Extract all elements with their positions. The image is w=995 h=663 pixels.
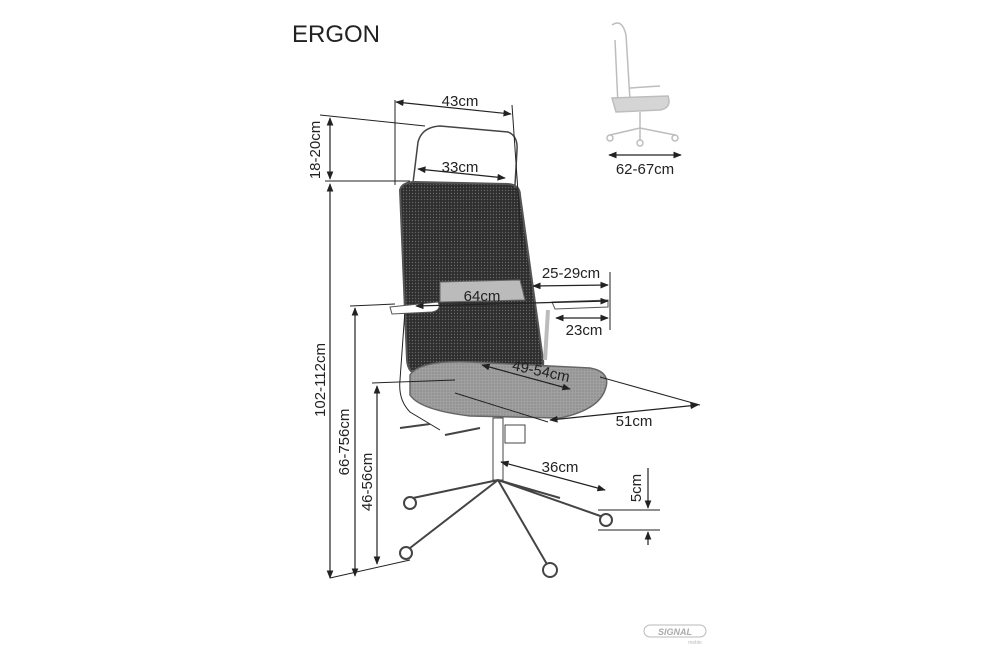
armrest-depth-label: 25-29cm bbox=[542, 265, 600, 282]
caster-height-label: 5cm bbox=[628, 474, 645, 502]
headrest-width-label: 43cm bbox=[442, 93, 479, 110]
side-view-thumbnail bbox=[606, 22, 679, 147]
star-base bbox=[399, 479, 613, 578]
signal-logo: SIGNAL meble bbox=[643, 624, 707, 646]
headrest-width-arrow bbox=[395, 99, 512, 117]
seat-height-label: 46-56cm bbox=[359, 453, 376, 511]
total-height-label: 102-112cm bbox=[312, 343, 329, 417]
svg-text:meble: meble bbox=[688, 640, 702, 646]
armrest-height-label: 66-756cm bbox=[336, 409, 353, 476]
armrest-span-label: 64cm bbox=[464, 288, 501, 305]
armrest-depth-arrow bbox=[532, 281, 609, 290]
headrest-inner-arrow bbox=[417, 166, 506, 181]
seat-width-arrow bbox=[549, 402, 699, 423]
headrest bbox=[412, 125, 518, 186]
headrest-height-label: 18-20cm bbox=[307, 121, 324, 179]
backrest-mesh bbox=[398, 180, 545, 377]
product-title: ERGON bbox=[292, 21, 380, 48]
overall-width-label: 62-67cm bbox=[616, 161, 674, 178]
gas-column bbox=[492, 417, 504, 481]
svg-text:SIGNAL: SIGNAL bbox=[658, 627, 692, 637]
base-radius-arrow bbox=[500, 460, 606, 492]
base-radius-label: 36cm bbox=[542, 459, 579, 476]
armrest-length-label: 23cm bbox=[566, 322, 603, 339]
seat-width-label: 51cm bbox=[616, 413, 653, 430]
headrest-inner-label: 33cm bbox=[442, 159, 479, 176]
adjustment-lever bbox=[399, 423, 481, 436]
armrest-span-arrow bbox=[415, 297, 609, 310]
seat-depth-arrow bbox=[481, 363, 571, 391]
